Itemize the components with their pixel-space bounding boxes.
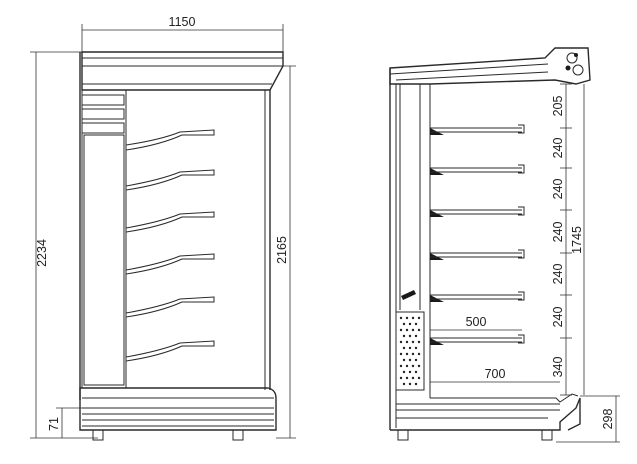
inner-height-dimension: 2165 xyxy=(275,65,296,439)
front-shelves xyxy=(125,129,215,362)
front-view: 1150 2234 71 2165 xyxy=(30,15,296,441)
total-height-dimension: 2234 xyxy=(30,51,98,439)
side-shelf xyxy=(430,206,525,217)
shelf-spacing-dimension: 205 240 240 240 240 240 340 1745 xyxy=(551,83,585,396)
side-shelves xyxy=(430,124,525,345)
grille-dots xyxy=(399,316,421,386)
total-height-label: 2234 xyxy=(35,239,49,267)
front-cabinet xyxy=(79,51,284,441)
shelf-spacing-label: 240 xyxy=(551,179,565,200)
front-shelf xyxy=(125,296,215,318)
compressor-grille xyxy=(395,311,425,391)
base-depth-label: 700 xyxy=(485,367,506,381)
inner-height-label: 2165 xyxy=(275,236,289,264)
lamp-icon xyxy=(566,52,578,64)
base-height-label: 71 xyxy=(47,417,61,431)
base-height-dimension: 71 xyxy=(47,407,82,438)
side-shelf xyxy=(430,124,525,135)
side-shelf xyxy=(430,291,525,302)
front-shelf xyxy=(125,253,215,275)
side-cabinet xyxy=(389,47,591,441)
shelf-spacing-label: 240 xyxy=(551,264,565,285)
shelf-spacing-label: 340 xyxy=(551,357,565,378)
shelf-spacing-label: 240 xyxy=(551,307,565,328)
width-label: 1150 xyxy=(169,15,196,29)
shelf-depth-dimension: 500 xyxy=(430,315,522,331)
front-shelf xyxy=(125,169,215,191)
width-dimension: 1150 xyxy=(81,15,284,52)
shelf-depth-label: 500 xyxy=(466,315,487,329)
base-depth-dimension: 700 xyxy=(430,367,560,383)
shelf-spacing-label: 205 xyxy=(551,96,565,117)
shelf-spacing-label: 240 xyxy=(551,222,565,243)
thermostat-icon xyxy=(401,290,416,300)
side-view: 500 700 205 240 240 240 240 240 340 xyxy=(389,47,620,443)
side-shelf xyxy=(430,249,525,260)
front-shelf xyxy=(125,129,215,151)
front-shelf xyxy=(125,340,215,362)
lamp-icon xyxy=(572,64,584,76)
shelf-zone-label: 1745 xyxy=(570,226,584,254)
shelf-spacing-label: 240 xyxy=(551,138,565,159)
front-shelf xyxy=(125,211,215,233)
side-shelf xyxy=(430,164,525,175)
plinth-height-dimension: 298 xyxy=(556,395,620,443)
side-shelf xyxy=(430,334,525,345)
plinth-height-label: 298 xyxy=(601,409,615,430)
